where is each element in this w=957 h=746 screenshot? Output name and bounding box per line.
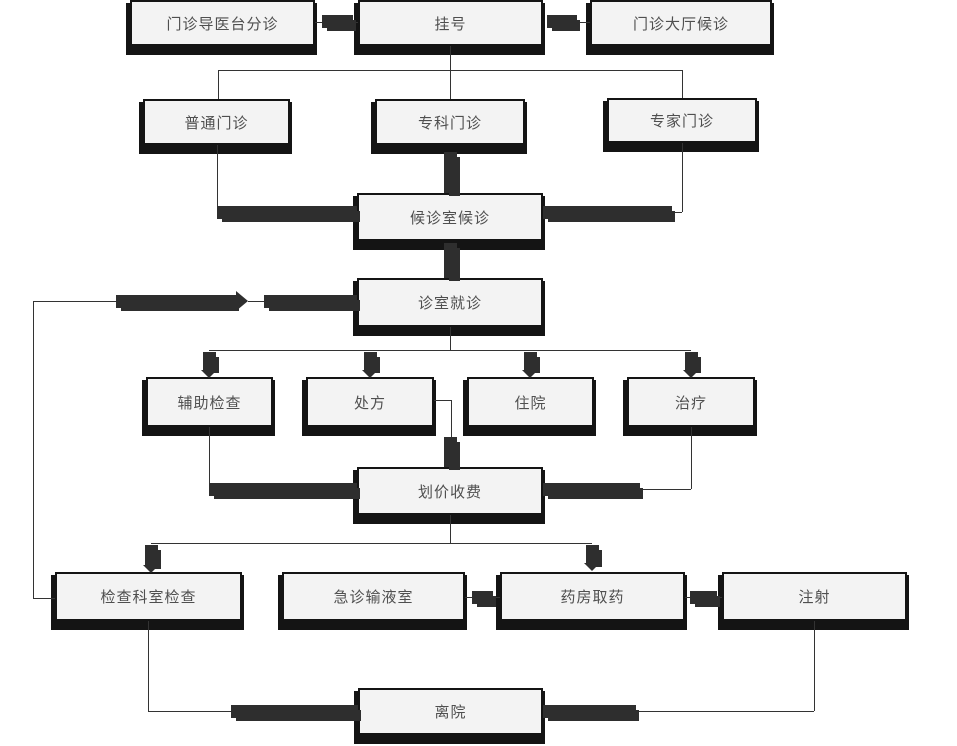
connector-line — [636, 711, 814, 712]
flow-node-zhushe: 注射 — [722, 572, 907, 621]
flow-node-zhiliao: 治疗 — [627, 377, 755, 427]
connector-line — [682, 70, 683, 98]
connector-line — [248, 301, 264, 302]
connector-thick-bar — [543, 483, 640, 496]
connector-line — [33, 301, 116, 302]
connector-thick-bar — [116, 295, 236, 308]
connector-thick-bar — [444, 152, 457, 193]
connector-line — [493, 597, 500, 598]
flow-node-chufang: 处方 — [306, 377, 434, 427]
flow-node-huajia: 划价收费 — [357, 467, 543, 515]
flow-node-fuzhu: 辅助检查 — [146, 377, 273, 427]
flow-node-liyuan: 离院 — [358, 688, 543, 735]
connector-line — [691, 427, 692, 489]
connector-thick-bar — [203, 352, 216, 370]
arrowhead-right-icon — [236, 291, 248, 311]
connector-line — [148, 621, 149, 711]
flow-node-jiancha: 检查科室检查 — [55, 572, 242, 621]
flow-node-label: 注射 — [798, 588, 831, 606]
arrowhead-down-icon — [201, 370, 217, 378]
connector-line — [640, 489, 691, 490]
flow-node-jizhen: 急诊输液室 — [282, 572, 465, 621]
connector-thick-bar — [547, 15, 577, 28]
connector-thick-bar — [322, 15, 353, 28]
connector-line — [682, 143, 683, 212]
connector-thick-bar — [264, 295, 357, 308]
flow-node-zhenshi: 诊室就诊 — [357, 278, 543, 327]
connector-line — [315, 22, 322, 23]
arrowhead-down-icon — [683, 370, 699, 378]
connector-thick-bar — [145, 545, 158, 566]
connector-thick-bar — [472, 591, 493, 604]
flow-node-label: 住院 — [514, 393, 547, 412]
connector-line — [353, 22, 358, 23]
connector-line — [209, 427, 210, 489]
connector-thick-bar — [444, 437, 457, 467]
flow-node-label: 门诊大厅候诊 — [632, 14, 729, 33]
flow-node-zhuanjia: 专家门诊 — [607, 98, 757, 143]
connector-line — [450, 46, 451, 70]
connector-line — [577, 22, 590, 23]
flow-node-zhuanke: 专科门诊 — [375, 99, 525, 145]
connector-thick-bar — [543, 206, 672, 219]
flow-node-dating: 门诊大厅候诊 — [590, 0, 772, 46]
flow-node-houzhen: 候诊室候诊 — [357, 193, 543, 241]
arrowhead-down-icon — [362, 370, 378, 378]
flow-node-label: 划价收费 — [417, 482, 482, 501]
connector-thick-bar — [209, 483, 357, 496]
connector-line — [672, 212, 682, 213]
flow-node-zhuyuan: 住院 — [467, 377, 594, 427]
flow-node-label: 辅助检查 — [177, 393, 242, 412]
connector-line — [451, 400, 452, 440]
arrowhead-down-icon — [522, 370, 538, 378]
flow-node-label: 候诊室候诊 — [409, 208, 490, 227]
connector-thick-bar — [690, 591, 717, 604]
connector-line — [148, 711, 231, 712]
connector-line — [151, 543, 592, 544]
flow-node-label: 挂号 — [434, 14, 467, 33]
flow-node-putong: 普通门诊 — [143, 99, 290, 145]
flow-node-label: 急诊输液室 — [333, 588, 414, 606]
flow-node-label: 治疗 — [674, 393, 707, 412]
flow-node-guahao: 挂号 — [358, 0, 543, 46]
connector-line — [450, 70, 451, 99]
flow-node-label: 离院 — [434, 703, 467, 721]
connector-line — [217, 145, 218, 212]
connector-line — [209, 350, 691, 351]
connector-thick-bar — [543, 705, 636, 718]
connector-line — [218, 70, 219, 99]
flow-node-label: 诊室就诊 — [417, 294, 482, 312]
flow-node-label: 专家门诊 — [649, 112, 714, 130]
flow-node-yaofang: 药房取药 — [500, 572, 685, 621]
arrowhead-down-icon — [584, 563, 600, 571]
connector-thick-bar — [685, 352, 698, 370]
flow-node-label: 药房取药 — [560, 588, 625, 606]
connector-line — [450, 327, 451, 350]
flow-node-label: 普通门诊 — [184, 113, 249, 132]
connector-thick-bar — [524, 352, 537, 370]
flow-node-label: 检查科室检查 — [100, 588, 197, 606]
connector-thick-bar — [217, 206, 357, 219]
connector-line — [450, 515, 451, 543]
connector-line — [814, 621, 815, 711]
connector-thick-bar — [231, 705, 358, 718]
connector-line — [33, 301, 34, 598]
connector-line — [717, 597, 722, 598]
connector-thick-bar — [364, 352, 377, 370]
arrowhead-down-icon — [143, 565, 159, 573]
connector-line — [33, 598, 55, 599]
flow-node-daoyi: 门诊导医台分诊 — [130, 0, 315, 46]
connector-line — [434, 400, 451, 401]
connector-thick-bar — [586, 545, 599, 564]
flow-node-label: 专科门诊 — [417, 113, 482, 132]
flow-node-label: 门诊导医台分诊 — [166, 14, 279, 33]
connector-line — [685, 597, 690, 598]
flow-node-label: 处方 — [353, 393, 386, 412]
connector-line — [465, 597, 472, 598]
connector-thick-bar — [444, 243, 457, 278]
